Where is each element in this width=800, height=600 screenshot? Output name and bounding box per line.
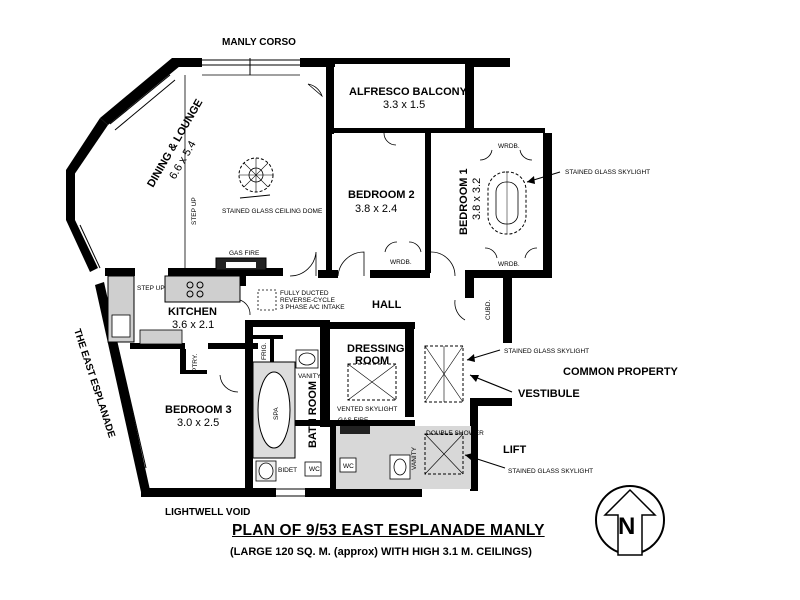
dressing-name-2: ROOM	[355, 355, 389, 367]
gas-fire-bath-label: GAS FIRE	[338, 417, 369, 424]
wc-bath-label: WC	[309, 466, 320, 473]
skylight-vestibule-label: STAINED GLASS SKYLIGHT	[504, 348, 589, 355]
frig-label: FRIG.	[261, 342, 268, 360]
aircon-line-1: FULLY DUCTED	[280, 290, 329, 297]
gas-fire-lounge: GAS FIRE	[229, 250, 260, 257]
skylight-bed1-label: STAINED GLASS SKYLIGHT	[565, 169, 650, 176]
bedroom1-name: BEDROOM 1	[458, 168, 470, 235]
cubd-label: CUBD.	[485, 300, 492, 320]
vented-skylight-label: VENTED SKYLIGHT	[337, 406, 397, 413]
skylight-lift-label: STAINED GLASS SKYLIGHT	[508, 468, 593, 475]
ceiling-dome-label: STAINED GLASS CEILING DOME	[222, 208, 323, 215]
wrdb-top: WRDB.	[498, 143, 520, 150]
bedroom3-dim: 3.0 x 2.5	[177, 417, 219, 429]
ceiling-dome-icon	[238, 157, 274, 193]
kitchen-dim: 3.6 x 2.1	[172, 319, 214, 331]
double-shower-label: DOUBLE SHOWER	[426, 430, 484, 437]
windows-top	[202, 58, 300, 76]
alfresco-name: ALFRESCO BALCONY	[349, 86, 468, 98]
vestibule-label: VESTIBULE	[518, 388, 580, 400]
wc-shower-label: WC	[343, 463, 354, 470]
compass-letter: N	[618, 513, 635, 540]
spa-label: SPA	[273, 407, 280, 420]
plan-title: PLAN OF 9/53 EAST ESPLANADE MANLY	[232, 522, 545, 539]
aircon-line-2: REVERSE-CYCLE	[280, 297, 336, 304]
wrdb-bed2: WRDB.	[390, 259, 412, 266]
dressing-name-1: DRESSING	[347, 343, 404, 355]
ptry-label: PTRY.	[192, 354, 199, 372]
kitchen-fixtures	[107, 257, 370, 434]
wrdb-bottom: WRDB.	[498, 261, 520, 268]
vanity-bath-label: VANITY	[298, 373, 322, 380]
bidet-label: BIDET	[278, 467, 297, 474]
aircon-line-3: 3 PHASE A/C INTAKE	[280, 304, 345, 311]
compass-icon: N	[595, 485, 665, 556]
vented-skylight-icon	[347, 363, 397, 401]
bedroom3-name: BEDROOM 3	[165, 404, 232, 416]
bedroom2-dim: 3.8 x 2.4	[355, 203, 397, 215]
bedroom1-dim: 3.8 x 3.2	[471, 178, 483, 220]
vestibule-skylight-icon	[424, 345, 464, 403]
hall-name: HALL	[372, 299, 402, 311]
bathroom-fixtures	[252, 349, 411, 482]
lightwell-void: LIGHTWELL VOID	[165, 507, 250, 518]
common-property-label: COMMON PROPERTY	[563, 366, 679, 378]
bedroom2-name: BEDROOM 2	[348, 189, 415, 201]
lift-label: LIFT	[503, 444, 526, 456]
step-up-kitchen: STEP UP	[137, 285, 165, 292]
vanity-shower-label: VANITY	[411, 446, 418, 470]
bedroom1-skylight-icon	[487, 171, 527, 235]
bathroom-name: BATH ROOM	[307, 381, 319, 448]
pointer-arrows	[239, 171, 561, 469]
alfresco-dim: 3.3 x 1.5	[383, 99, 425, 111]
plan-subtitle: (LARGE 120 SQ. M. (approx) WITH HIGH 3.1…	[230, 546, 532, 558]
street-manly-corso: MANLY CORSO	[222, 37, 296, 48]
bookshelf-label: BOOKSHELF	[290, 322, 330, 329]
windows-bottom	[276, 488, 305, 497]
step-up-vertical: STEP UP	[191, 197, 198, 225]
kitchen-name: KITCHEN	[168, 306, 217, 318]
